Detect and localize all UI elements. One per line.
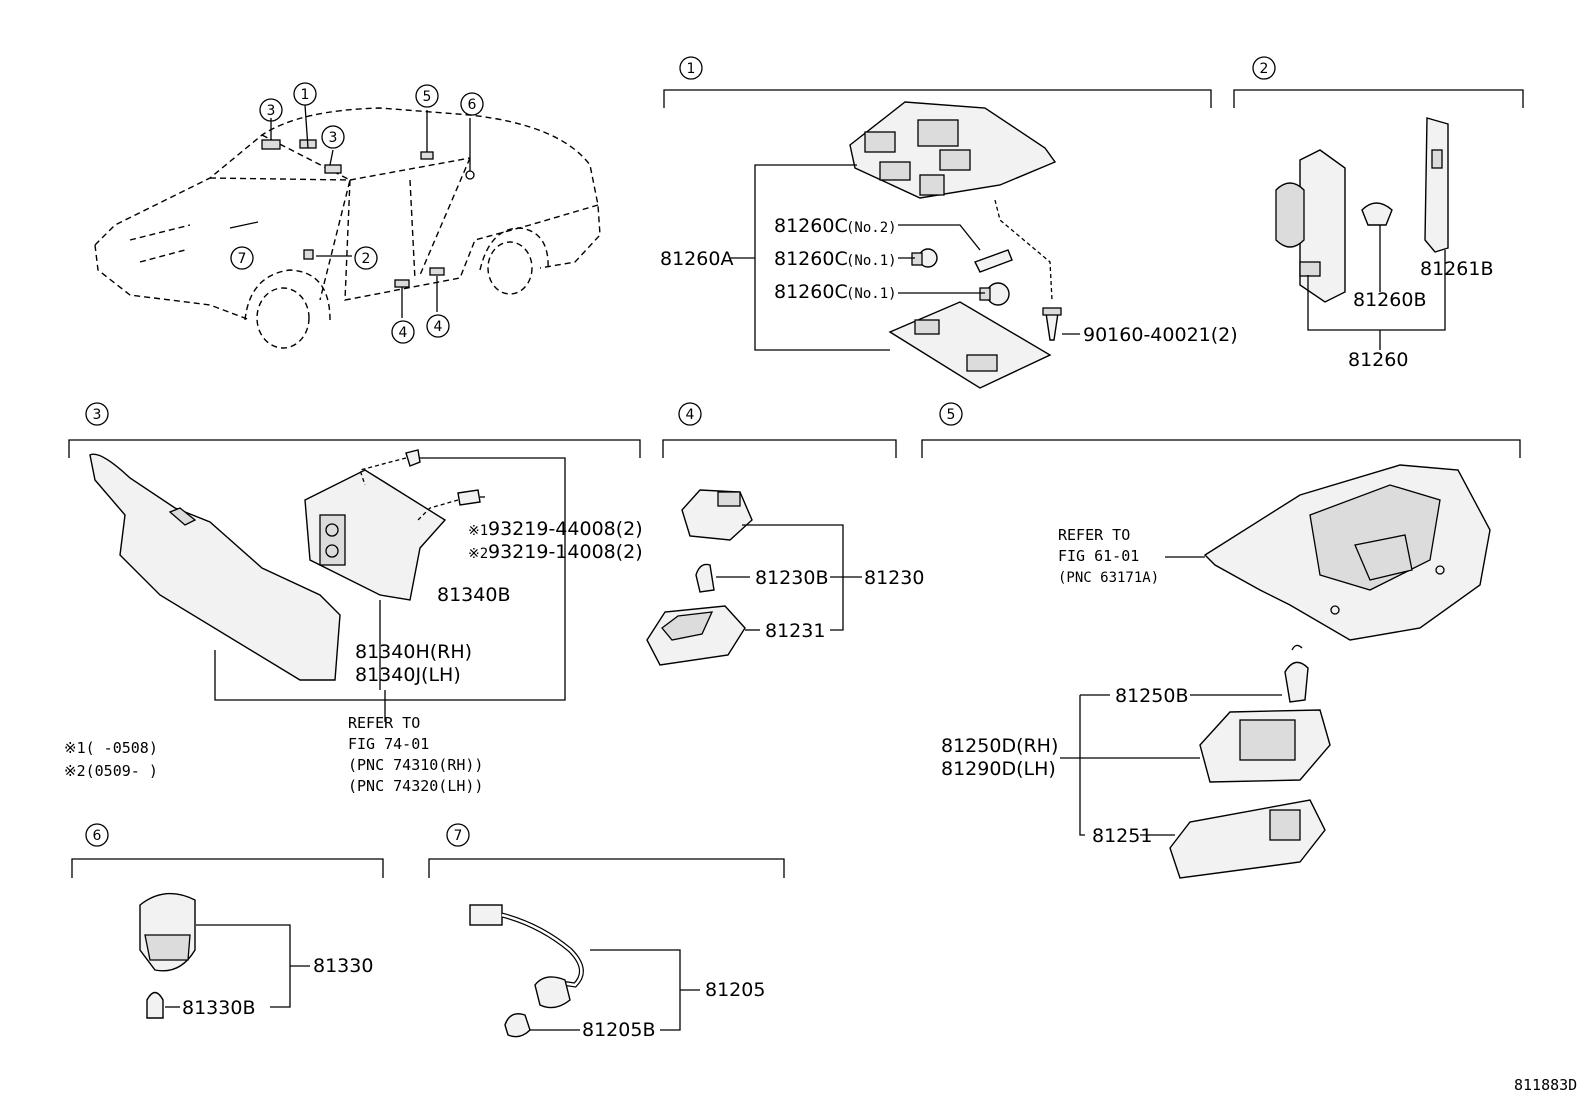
- refer-text: FIG 74-01: [348, 735, 429, 753]
- overview-callout: 7: [230, 246, 254, 270]
- group-5-label: 5: [947, 407, 956, 423]
- note-no1: (No.1): [846, 253, 897, 269]
- part-81340H: 81340H(RH): [355, 641, 472, 663]
- part-81290D: 81290D(LH): [941, 758, 1056, 780]
- group-7-label: 7: [454, 828, 463, 844]
- group-2-lamp: 2 81261B 81260B 81260: [1233, 56, 1524, 371]
- svg-text:6: 6: [468, 97, 477, 113]
- part-81261B: 81261B: [1420, 258, 1493, 280]
- part-81260C-no1: 81260C: [774, 248, 848, 270]
- overview-callout: 3: [259, 98, 283, 122]
- diagram-id: 811883D: [1514, 1076, 1577, 1094]
- footnote-1: ※1( -0508): [64, 739, 158, 757]
- group-4-label: 4: [686, 407, 695, 423]
- refer-text: REFER TO: [1058, 526, 1130, 544]
- overview-callout: 2: [354, 246, 378, 270]
- bulb-icon: [146, 991, 164, 1019]
- svg-text:2: 2: [362, 251, 371, 267]
- lamp-lens: [1424, 117, 1449, 253]
- bulb-icon: [457, 489, 481, 506]
- dome-lamp-lens: [888, 301, 1052, 389]
- group-2-label: 2: [1260, 61, 1269, 77]
- part-81250D: 81250D(RH): [941, 735, 1058, 757]
- bulb-icon: [695, 563, 715, 593]
- svg-text:3: 3: [267, 103, 276, 119]
- part-81205: 81205: [705, 979, 765, 1001]
- bulb-icon: [974, 249, 1013, 273]
- bulb-icon: [1361, 202, 1393, 226]
- overview-callout: 1: [293, 82, 317, 106]
- note-no1-b: (No.1): [846, 286, 897, 302]
- part-81260C-no2: 81260C: [774, 215, 848, 237]
- socket-icon: [534, 976, 571, 1009]
- part-93219-14008: 93219-14008(2): [488, 541, 643, 563]
- svg-text:3: 3: [329, 130, 338, 146]
- group-4-courtesy-lamp: 4 81230B 81230 81231: [646, 402, 924, 666]
- overview-callout: 5: [415, 84, 439, 108]
- vanity-lamp-box: [304, 469, 447, 601]
- bulb-icon: [911, 248, 938, 268]
- svg-text:1: 1: [301, 87, 310, 103]
- group-7-socket-wire: 7 81205 81205B: [428, 823, 785, 1041]
- car-overview: 3 1 3 5 6 2 7 4 4: [94, 82, 601, 349]
- part-81230: 81230: [864, 567, 924, 589]
- screw-icon: [1045, 312, 1059, 341]
- group-6-label: 6: [93, 828, 102, 844]
- part-81330: 81330: [313, 955, 373, 977]
- courtesy-lamp-housing: [681, 489, 753, 541]
- group-6-lamp: 6 81330 81330B: [71, 823, 384, 1019]
- group-5-interior-lamp: 5 REFER TO FIG 61-01 (PNC 63171A) 81250B…: [921, 402, 1521, 879]
- part-81260B: 81260B: [1353, 289, 1426, 311]
- connector-icon: [469, 904, 503, 926]
- part-81231: 81231: [765, 620, 825, 642]
- group-3-vanity-lamp: 3 93219-44008(2) ※1 93219-14008(2) ※2 81…: [64, 402, 643, 795]
- refer-text: (PNC 74320(LH)): [348, 777, 483, 795]
- bulb-icon: [1284, 661, 1309, 703]
- part-90160-40021: 90160-40021(2): [1083, 324, 1238, 346]
- bulb-icon: [979, 282, 1010, 306]
- group-3-label: 3: [93, 407, 102, 423]
- part-81340J: 81340J(LH): [355, 664, 461, 686]
- svg-text:4: 4: [434, 319, 443, 335]
- part-81260: 81260: [1348, 349, 1408, 371]
- part-81260A: 81260A: [660, 248, 733, 270]
- mark-1: ※1: [468, 523, 488, 539]
- svg-text:5: 5: [423, 89, 432, 105]
- refer-text: REFER TO: [348, 714, 420, 732]
- part-81250B: 81250B: [1115, 685, 1188, 707]
- part-81251: 81251: [1092, 825, 1152, 847]
- refer-text: FIG 61-01: [1058, 547, 1139, 565]
- screw-icon: [405, 449, 421, 467]
- interior-lamp-lens: [1169, 799, 1326, 879]
- lamp-socket: [1299, 149, 1346, 303]
- overview-callout: 4: [426, 314, 450, 338]
- sun-visor: [89, 453, 341, 681]
- svg-text:7: 7: [238, 251, 247, 267]
- group-1-label: 1: [687, 61, 696, 77]
- bulb-icon: [504, 1013, 531, 1038]
- part-93219-44008: 93219-44008(2): [488, 518, 643, 540]
- overview-callout: 6: [460, 92, 484, 116]
- mark-2: ※2: [468, 546, 488, 562]
- refer-text: (PNC 63171A): [1058, 570, 1159, 586]
- refer-text: (PNC 74310(RH)): [348, 756, 483, 774]
- part-81230B: 81230B: [755, 567, 828, 589]
- overview-callout: 4: [391, 320, 415, 344]
- part-81340B: 81340B: [437, 584, 510, 606]
- group-1-dome-lamp: 1 90160-40021(2) 8126: [660, 56, 1238, 389]
- part-81330B: 81330B: [182, 997, 255, 1019]
- part-81205B: 81205B: [582, 1019, 655, 1041]
- svg-text:4: 4: [399, 325, 408, 341]
- note-no2: (No.2): [846, 220, 897, 236]
- part-81260C-no1-b: 81260C: [774, 281, 848, 303]
- overview-callout: 3: [321, 125, 345, 149]
- footnote-2: ※2(0509- ): [64, 762, 158, 780]
